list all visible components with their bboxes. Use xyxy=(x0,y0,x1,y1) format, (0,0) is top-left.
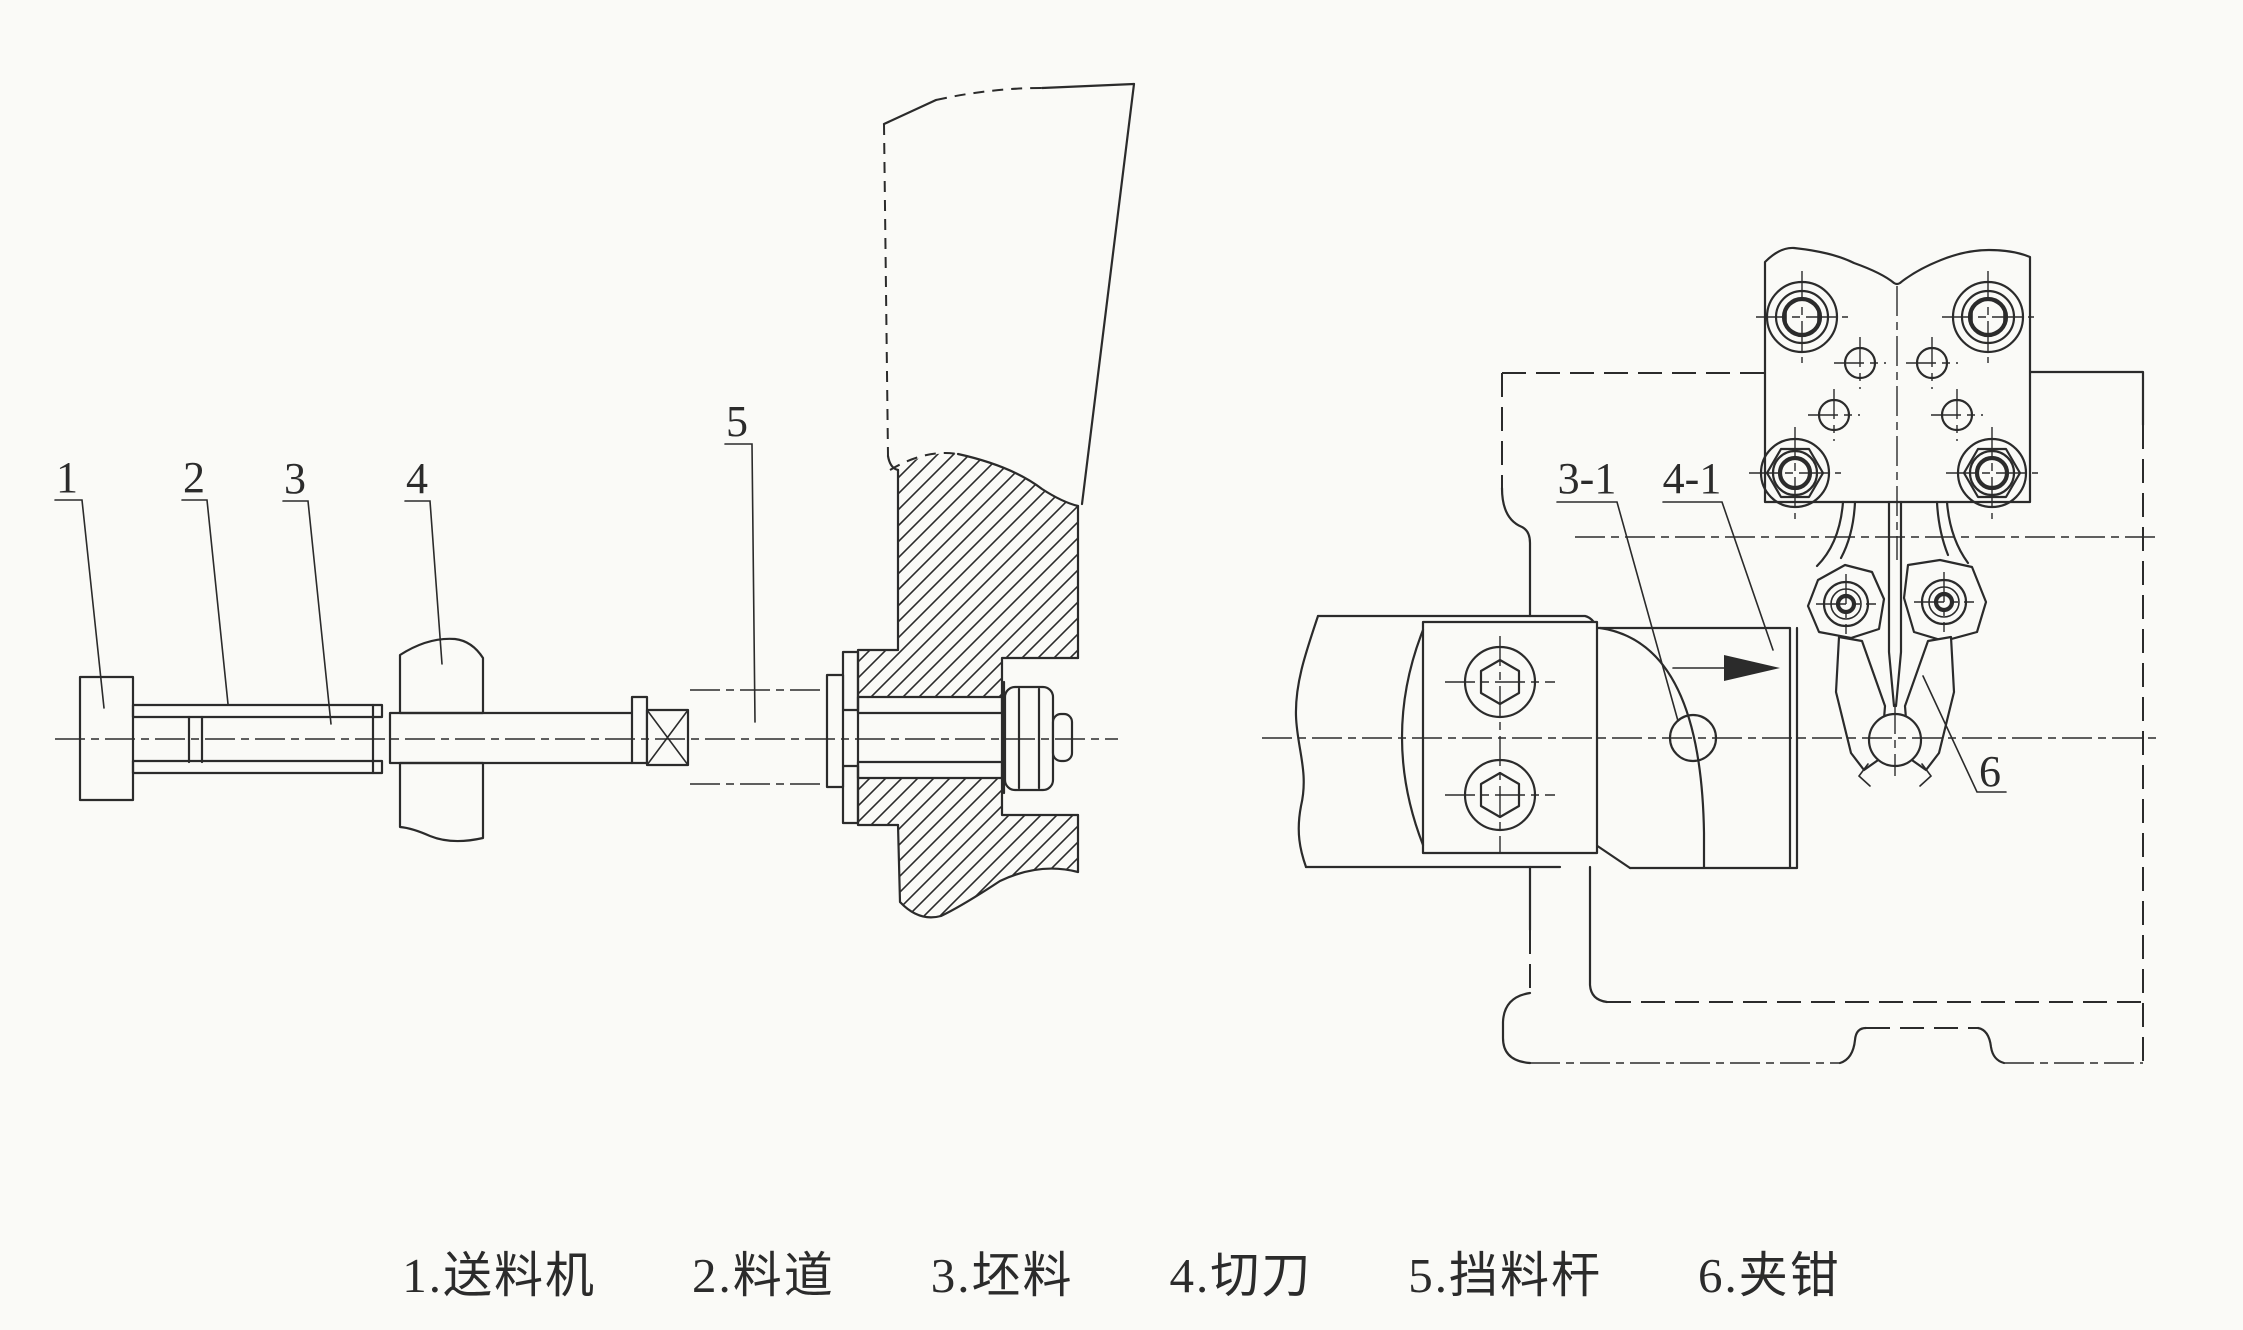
caption-item: 2.料道 xyxy=(691,1248,835,1303)
support-bar xyxy=(882,82,1136,506)
part-labels-left: 1 2 3 4 5 xyxy=(54,397,756,725)
direction-arrow-head xyxy=(1724,655,1780,681)
top-bolt-block xyxy=(1749,246,2038,560)
pin-hole xyxy=(1808,337,1983,441)
part-label-2: 2 xyxy=(183,453,205,502)
hex-nut xyxy=(1946,427,2038,519)
hex-nut xyxy=(1749,427,1841,519)
clamp-tongs xyxy=(1806,500,1988,787)
caption-item: 1.送料机 xyxy=(402,1248,596,1303)
socket-screw xyxy=(1942,271,2034,363)
wall-section xyxy=(843,452,1080,919)
part-label-1: 1 xyxy=(56,453,78,502)
blank-rod xyxy=(187,711,634,765)
caption-item: 3.坯料 xyxy=(930,1248,1074,1303)
caption: 1.送料机 2.料道 3.坯料 4.切刀 5.挡料杆 6.夹钳 xyxy=(0,1236,2243,1307)
socket-screw xyxy=(1756,271,1848,363)
part-label-6: 6 xyxy=(1979,747,2001,796)
machine-frame xyxy=(1500,370,2145,1065)
part-label-3-1: 3-1 xyxy=(1558,454,1617,503)
caption-item: 6.夹钳 xyxy=(1698,1248,1841,1303)
part-label-5: 5 xyxy=(726,397,748,446)
caption-item: 5.挡料杆 xyxy=(1408,1248,1603,1303)
caption-item: 4.切刀 xyxy=(1169,1248,1313,1303)
left-view: 1 2 3 4 5 xyxy=(54,82,1136,919)
thread-end xyxy=(1051,712,1074,763)
cutter-block xyxy=(398,637,485,843)
right-view: 3-1 4-1 6 xyxy=(1262,246,2162,1065)
part-label-4-1: 4-1 xyxy=(1663,454,1722,503)
bushing-sleeve xyxy=(841,650,1004,825)
part-label-4: 4 xyxy=(406,454,428,503)
part-labels-right: 3-1 4-1 6 xyxy=(1556,454,2007,796)
part-label-3: 3 xyxy=(284,454,306,503)
